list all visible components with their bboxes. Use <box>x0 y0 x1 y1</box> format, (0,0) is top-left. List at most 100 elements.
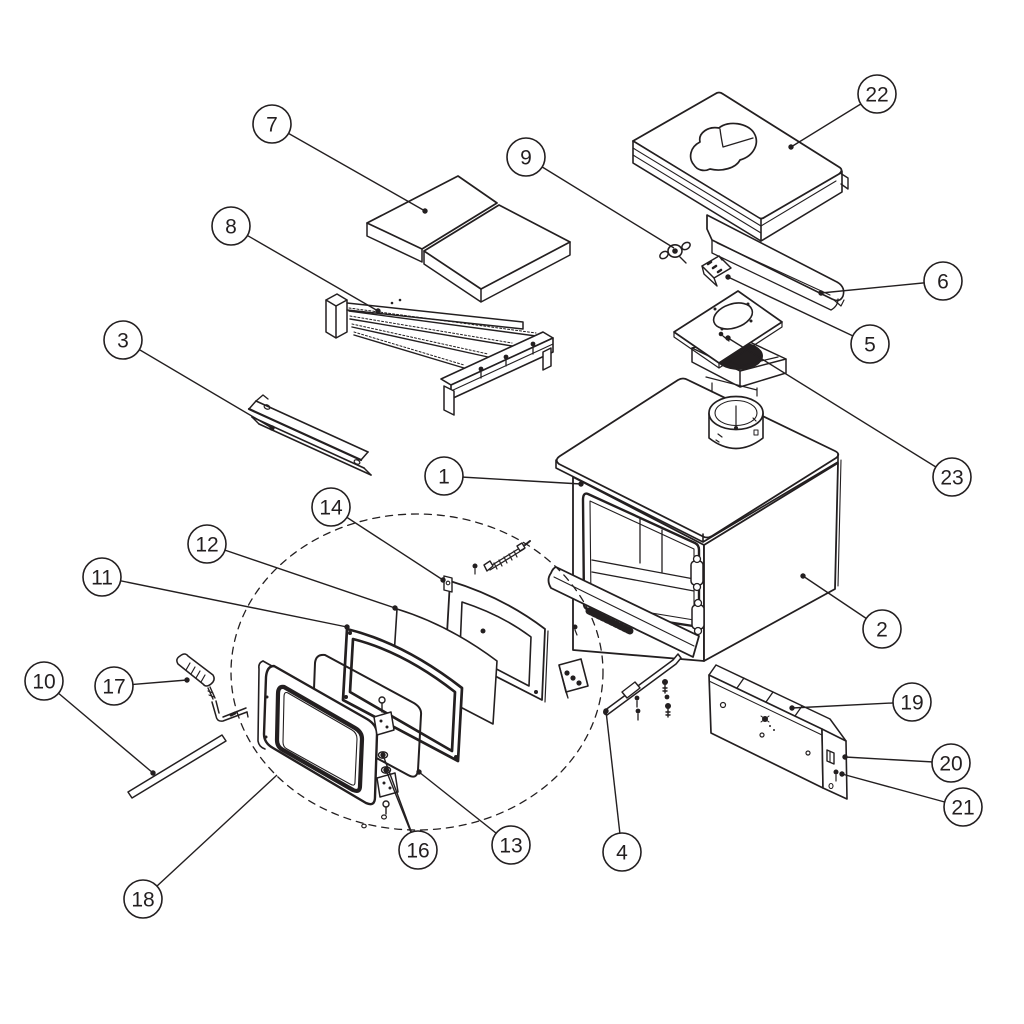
callout-17[interactable]: 17 <box>94 666 190 706</box>
callout-number-18: 18 <box>131 889 154 912</box>
shield-screw <box>833 769 839 775</box>
callout-8[interactable]: 8 <box>211 206 381 314</box>
callout-circle-2[interactable] <box>862 609 902 649</box>
callout-18[interactable]: 18 <box>123 774 278 919</box>
leader-dot-22 <box>788 144 794 150</box>
leader-line-11 <box>101 576 348 628</box>
firebox-interior <box>591 518 695 592</box>
leader-dot-23 <box>725 335 731 341</box>
leader-dot-11 <box>344 624 350 630</box>
leader-dot-19 <box>789 705 795 711</box>
cover-tab <box>839 172 849 190</box>
callout-5[interactable]: 5 <box>725 274 890 364</box>
callout-circle-9[interactable] <box>506 137 546 177</box>
callout-circle-11[interactable] <box>82 557 122 597</box>
callout-circle-14[interactable] <box>311 487 351 527</box>
shield-end-bracket <box>826 749 839 790</box>
baffle-board <box>366 175 571 303</box>
callout-number-4: 4 <box>616 842 628 865</box>
callout-19[interactable]: 19 <box>789 682 932 722</box>
callout-circle-10[interactable] <box>24 661 64 701</box>
callout-circle-22[interactable] <box>857 74 897 114</box>
leader-dot-6 <box>818 290 824 296</box>
stove-body <box>547 377 842 662</box>
callout-21[interactable]: 21 <box>839 771 983 827</box>
latch-keeper <box>558 658 589 699</box>
callout-12[interactable]: 12 <box>187 524 398 611</box>
leader-dot-5 <box>725 274 731 280</box>
spring-handle <box>176 653 249 722</box>
damper-plate <box>673 290 783 369</box>
callout-6[interactable]: 6 <box>818 261 963 301</box>
leader-line-14 <box>330 506 444 581</box>
callout-11[interactable]: 11 <box>82 557 350 630</box>
callout-3[interactable]: 3 <box>103 320 275 431</box>
callout-circle-4[interactable] <box>602 832 642 872</box>
leader-dot-16 <box>380 752 386 758</box>
callout-number-17: 17 <box>102 676 125 699</box>
callout-circle-5[interactable] <box>850 324 890 364</box>
damper-pin <box>718 331 724 337</box>
callout-circle-18[interactable] <box>123 879 163 919</box>
damper-bracket <box>691 336 787 397</box>
callout-13[interactable]: 13 <box>416 769 531 865</box>
callout-number-6: 6 <box>937 271 949 294</box>
callout-circle-3[interactable] <box>103 320 143 360</box>
leader-line-9 <box>525 156 675 249</box>
rear-heat-shield <box>708 664 848 800</box>
callout-number-19: 19 <box>900 692 923 715</box>
callout-circle-23[interactable] <box>932 457 972 497</box>
callout-10[interactable]: 10 <box>24 661 156 776</box>
callout-circle-1[interactable] <box>424 456 464 496</box>
callout-16[interactable]: 16 <box>380 752 438 870</box>
leader-dot-8 <box>375 308 381 314</box>
door-rod <box>127 734 227 799</box>
callout-circle-13[interactable] <box>491 825 531 865</box>
callout-circle-19[interactable] <box>892 682 932 722</box>
callout-20[interactable]: 20 <box>842 743 971 783</box>
leader-line-4 <box>605 710 623 853</box>
leader-line-3 <box>122 339 273 429</box>
callout-14[interactable]: 14 <box>311 487 446 583</box>
callout-7[interactable]: 7 <box>252 104 428 214</box>
callout-4[interactable]: 4 <box>602 708 642 872</box>
callout-circle-12[interactable] <box>187 524 227 564</box>
door-assembly <box>257 575 549 829</box>
leader-dot-4 <box>603 708 609 714</box>
callout-circle-6[interactable] <box>923 261 963 301</box>
callout-number-13: 13 <box>499 835 522 858</box>
callout-2[interactable]: 2 <box>800 573 902 649</box>
baffle-support-frame <box>325 293 554 416</box>
callout-number-7: 7 <box>266 114 278 137</box>
flue-collar <box>708 395 764 450</box>
callout-1[interactable]: 1 <box>424 456 584 496</box>
top-cover <box>632 91 849 242</box>
callout-circle-17[interactable] <box>94 666 134 706</box>
callout-22[interactable]: 22 <box>788 74 897 150</box>
callout-number-8: 8 <box>225 216 237 239</box>
glass-retainer <box>443 575 549 703</box>
leader-line-12 <box>206 543 396 609</box>
door-gasket <box>311 653 423 778</box>
hinge-pins <box>373 696 399 815</box>
callout-circle-7[interactable] <box>252 104 292 144</box>
leader-line-1 <box>443 475 582 485</box>
callout-number-10: 10 <box>32 671 55 694</box>
callout-circle-16[interactable] <box>398 830 438 870</box>
leader-dot-14 <box>440 577 446 583</box>
leader-dot-2 <box>800 573 806 579</box>
callout-number-5: 5 <box>864 334 876 357</box>
callout-circle-21[interactable] <box>943 787 983 827</box>
leader-line-5 <box>727 276 871 345</box>
callout-number-3: 3 <box>117 330 129 353</box>
callout-circle-8[interactable] <box>211 206 251 246</box>
callout-number-22: 22 <box>865 84 888 107</box>
leader-line-7 <box>271 123 426 212</box>
callout-number-1: 1 <box>438 466 450 489</box>
callout-9[interactable]: 9 <box>506 137 675 249</box>
callout-23[interactable]: 23 <box>725 335 972 497</box>
leader-line-23 <box>727 337 953 478</box>
callout-circle-20[interactable] <box>931 743 971 783</box>
